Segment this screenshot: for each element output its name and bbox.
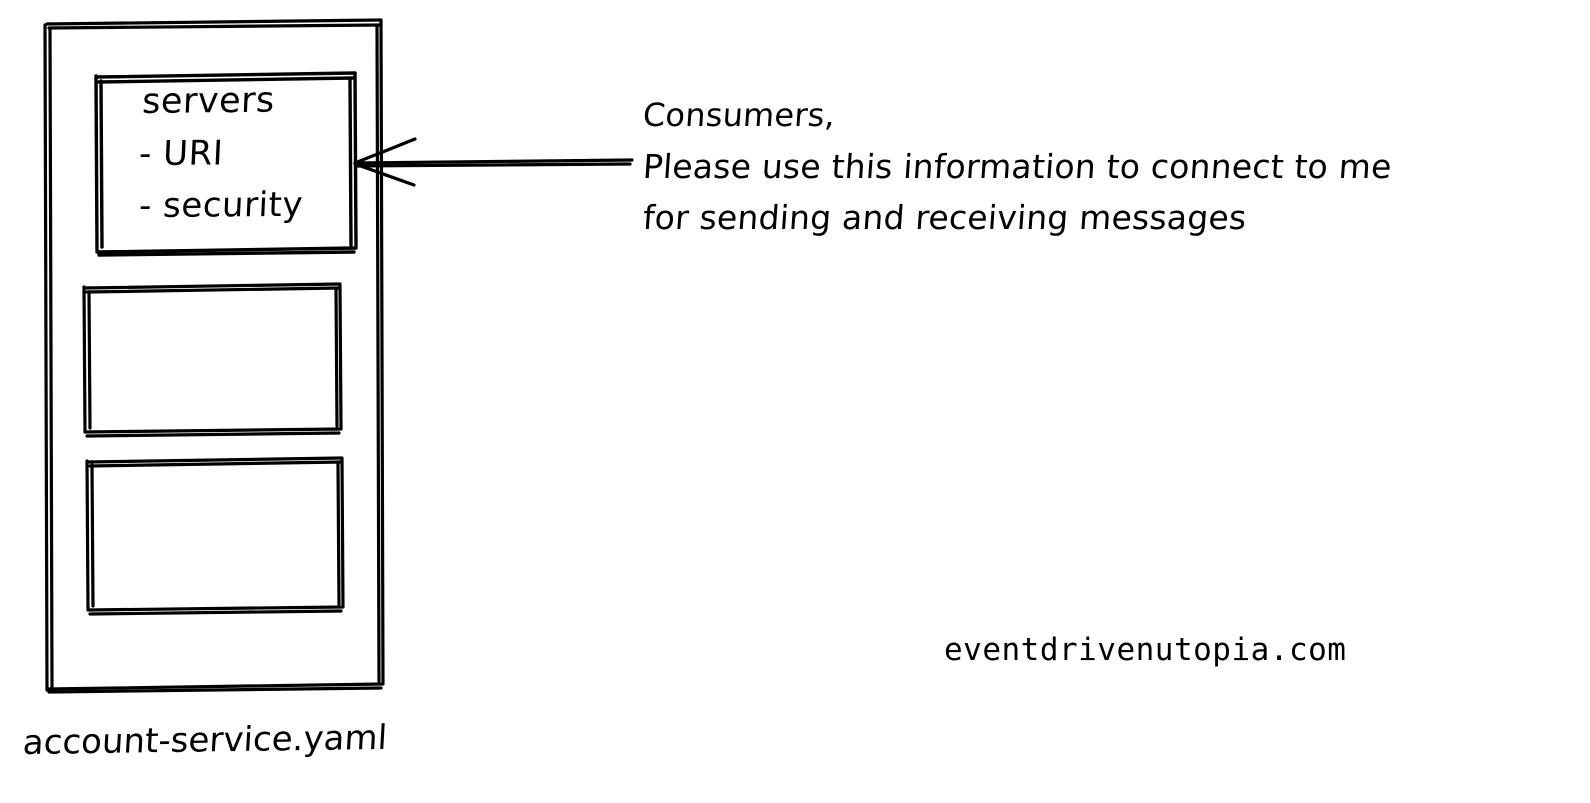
annotation-line-2: Please use this information to connect t… (641, 147, 1394, 186)
site-credit-label: eventdrivenutopia.com (944, 632, 1347, 668)
annotation-line-1: Consumers, (641, 96, 837, 134)
annotation-line-3: for sending and receiving messages (641, 198, 1248, 237)
annotation-note: Consumers, Please use this information t… (641, 90, 1553, 243)
empty-section-box-2[interactable] (86, 459, 343, 611)
servers-section-box[interactable] (96, 75, 356, 251)
file-name-label: account-service.yaml (21, 717, 389, 763)
annotation-arrow[interactable] (352, 130, 636, 196)
empty-section-box-1[interactable] (84, 285, 341, 431)
